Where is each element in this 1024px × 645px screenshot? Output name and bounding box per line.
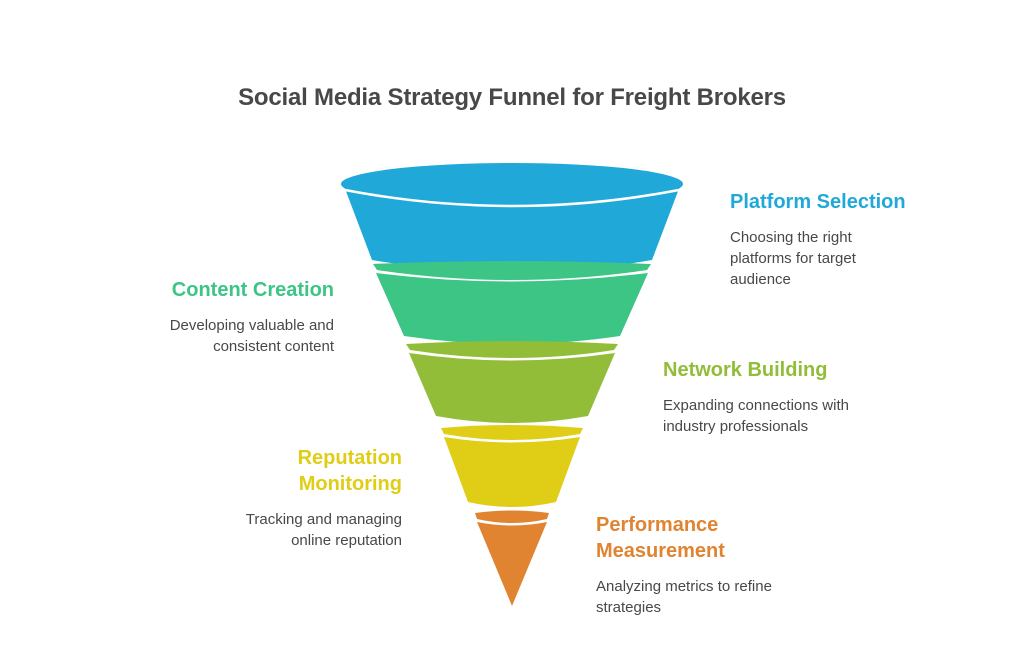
stage-description: Developing valuable and consistent conte… — [169, 317, 334, 355]
funnel-segment-network-building — [406, 341, 618, 423]
stage-description: Choosing the right platforms for target … — [730, 229, 856, 288]
stage-description: Expanding connections with industry prof… — [663, 397, 849, 435]
funnel-shape — [441, 425, 583, 440]
stage-title: Content Creation — [171, 279, 334, 301]
funnel-shape — [344, 186, 680, 272]
stage-description: Analyzing metrics to refine strategies — [596, 578, 772, 616]
funnel-shape — [376, 273, 648, 344]
stage-label-platform-selection: Platform Selection Choosing the right pl… — [730, 189, 950, 290]
funnel-shape — [477, 522, 547, 606]
funnel-shape — [409, 353, 615, 423]
stage-title: Network Building — [663, 359, 828, 381]
funnel-segment-reputation-monitoring — [441, 425, 583, 507]
stage-label-performance-measurement: Performance Measurement Analyzing metric… — [596, 512, 806, 618]
funnel-shape — [406, 341, 618, 358]
stage-title: Reputation Monitoring — [297, 447, 402, 495]
funnel-shape — [475, 510, 549, 523]
diagram-title: Social Media Strategy Funnel for Freight… — [238, 84, 786, 111]
stage-label-reputation-monitoring: Reputation Monitoring Tracking and manag… — [200, 445, 402, 551]
stage-title: Performance Measurement — [596, 514, 725, 562]
funnel-segment-performance-measurement — [475, 510, 549, 606]
stage-title: Platform Selection — [730, 191, 906, 213]
funnel-segment-content-creation — [373, 261, 651, 344]
funnel-shape — [341, 163, 683, 205]
stage-label-network-building: Network Building Expanding connections w… — [663, 357, 903, 437]
stage-label-content-creation: Content Creation Developing valuable and… — [120, 277, 334, 357]
funnel-shape — [373, 261, 651, 280]
stage-description: Tracking and managing online reputation — [245, 511, 402, 549]
funnel-shape — [444, 437, 580, 507]
funnel-segment-platform-selection — [341, 163, 683, 272]
